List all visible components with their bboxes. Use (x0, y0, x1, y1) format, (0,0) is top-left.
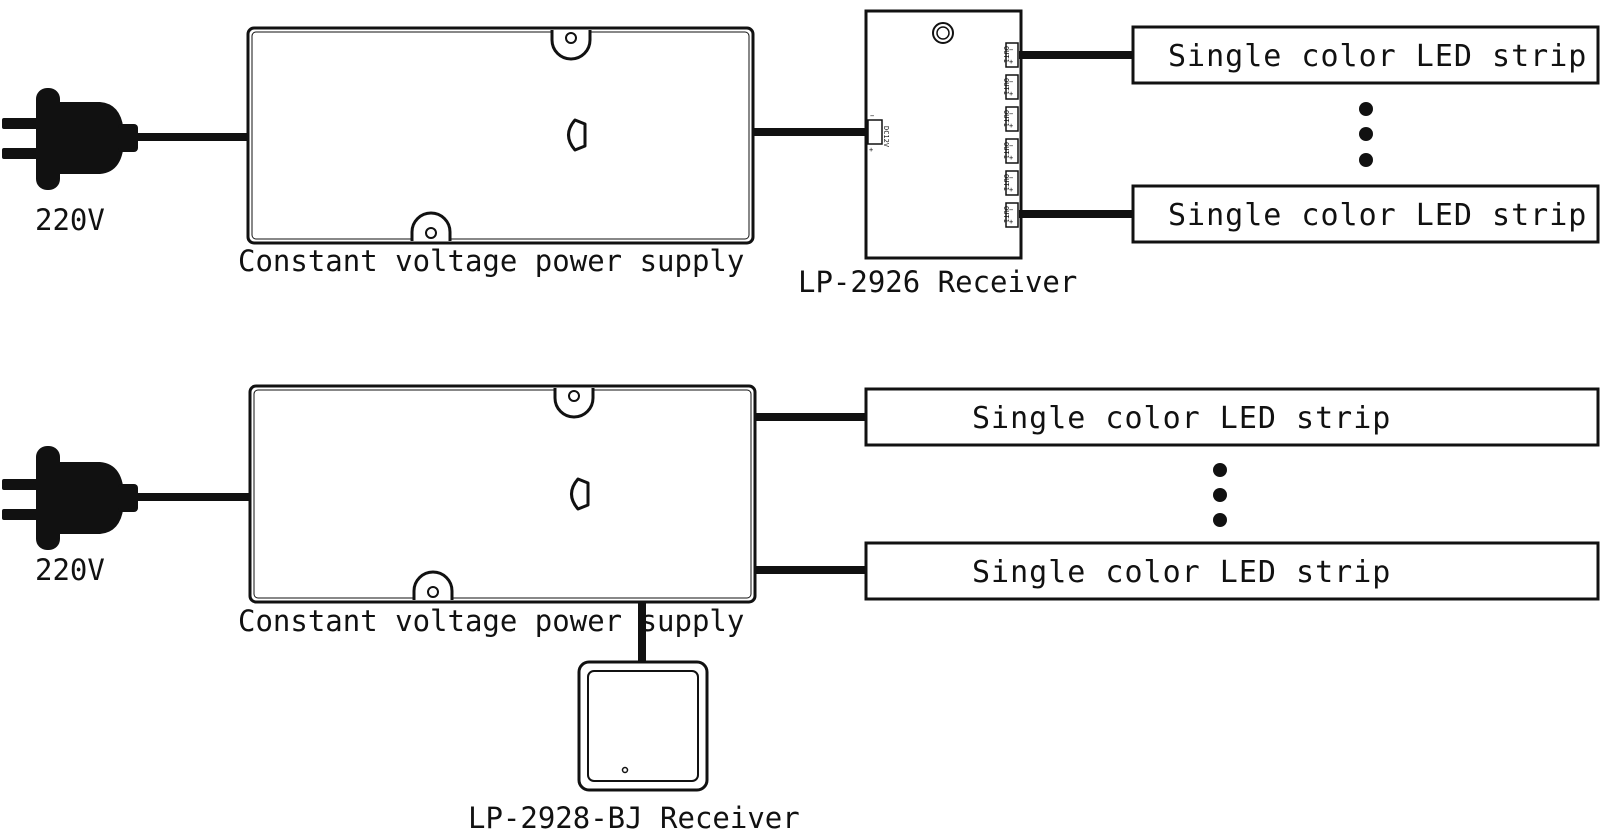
led-strip: Single color LED strip (1131, 184, 1600, 244)
triangle-icon (567, 118, 587, 152)
led-strip-label: Single color LED strip (972, 401, 1391, 436)
svg-text:−: − (1009, 206, 1013, 214)
input-plus: + (869, 146, 873, 154)
power-supply-label: Constant voltage power supply (238, 604, 744, 638)
svg-text:−: − (1009, 78, 1013, 86)
output-terminal: − + OUT1 (1002, 170, 1019, 196)
svg-text:−: − (1009, 142, 1013, 150)
svg-text:OUT1: OUT1 (1002, 110, 1010, 127)
voltage-label: 220V (35, 203, 105, 237)
svg-text:OUT1: OUT1 (1002, 174, 1010, 191)
svg-text:+: + (1009, 186, 1013, 194)
power-supply (246, 26, 755, 245)
plug-icon (2, 88, 138, 190)
lp2926-receiver: − + DC12V − + OUT1 − + OUT1 (864, 9, 1023, 260)
power-supply-label: Constant voltage power supply (238, 244, 744, 278)
svg-text:OUT1: OUT1 (1002, 206, 1010, 223)
svg-text:−: − (1009, 174, 1013, 182)
svg-text:+: + (1009, 90, 1013, 98)
svg-text:−: − (1009, 110, 1013, 118)
output-terminal: − + OUT1 (1002, 138, 1019, 164)
led-strip-label: Single color LED strip (1168, 198, 1587, 233)
indicator-led (621, 766, 629, 774)
bottom-wiring: 220V Constant voltage power supply Singl… (2, 384, 1600, 835)
output-terminal: − + OUT1 (1002, 74, 1019, 100)
power-supply (248, 384, 757, 604)
svg-text:+: + (1009, 122, 1013, 130)
lp2928-bj-receiver (577, 660, 709, 792)
svg-text:−: − (1009, 46, 1013, 54)
led-strip: Single color LED strip (864, 541, 1600, 601)
svg-text:+: + (1009, 218, 1013, 226)
output-terminals: − + OUT1 − + OUT1 − + OUT1 (1002, 42, 1019, 228)
continuation-dots (1359, 102, 1373, 167)
led-strip-label: Single color LED strip (972, 555, 1391, 590)
voltage-label: 220V (35, 553, 105, 587)
receiver-label: LP-2926 Receiver (798, 265, 1077, 299)
svg-text:+: + (1009, 154, 1013, 162)
led-strip-label: Single color LED strip (1168, 39, 1587, 74)
svg-text:OUT1: OUT1 (1002, 142, 1010, 159)
top-wiring: 220V Constant voltage power supply − + D… (2, 9, 1600, 299)
svg-text:OUT1: OUT1 (1002, 46, 1010, 63)
svg-text:OUT1: OUT1 (1002, 78, 1010, 95)
output-terminal: − + OUT1 (1002, 42, 1019, 68)
input-dc-label: DC12V (882, 126, 890, 148)
continuation-dots (1213, 463, 1227, 527)
plug-icon (2, 446, 138, 550)
led-strip: Single color LED strip (1131, 25, 1600, 85)
input-terminal (867, 119, 883, 145)
receiver-label: LP-2928-BJ Receiver (468, 801, 800, 835)
input-minus: − (870, 112, 874, 120)
output-terminal: − + OUT1 (1002, 202, 1019, 228)
triangle-icon (570, 477, 590, 511)
output-terminal: − + OUT1 (1002, 106, 1019, 132)
svg-text:+: + (1009, 58, 1013, 66)
led-strip: Single color LED strip (864, 387, 1600, 447)
